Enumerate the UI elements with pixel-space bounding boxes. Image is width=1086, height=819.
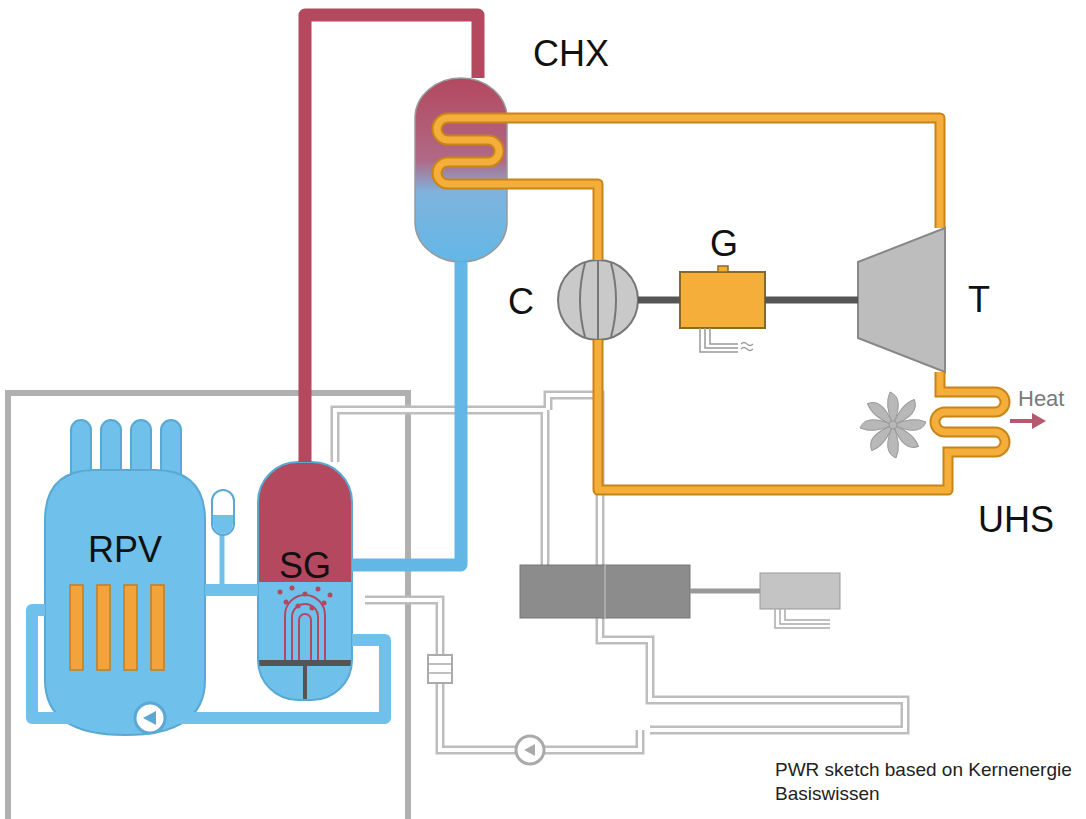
heat-sink-node: UHS — [855, 385, 1005, 472]
shaft — [638, 300, 680, 301]
primary-pipe — [205, 590, 258, 591]
generator — [680, 266, 765, 352]
component-label: CHX — [533, 34, 609, 74]
gas-line — [598, 340, 948, 490]
gas-line — [940, 372, 941, 385]
gas-line — [507, 118, 940, 228]
heat-exchanger-node: CHX — [415, 78, 507, 262]
caption: PWR sketch based on Kernenergie Basiswis… — [775, 758, 1075, 806]
cold-pipe — [352, 262, 461, 565]
component-label: T — [968, 280, 990, 320]
component-label: UHS — [978, 500, 1054, 540]
containment-frame — [8, 393, 408, 819]
component-label: SG — [279, 546, 331, 586]
component-label: G — [710, 224, 738, 264]
compressor-node: C — [558, 260, 638, 340]
primary-pipe — [32, 610, 385, 718]
hot-pipe — [305, 15, 478, 462]
heat-exchanger — [415, 78, 507, 262]
pressurizer — [212, 490, 234, 586]
greyed-secondary-loop — [335, 395, 905, 764]
heat-arrow — [1010, 413, 1046, 429]
reactor-vessel-node: RPV — [45, 420, 205, 735]
component-label: C — [508, 282, 534, 322]
steam-generator-node: SG — [258, 462, 352, 700]
turbine — [858, 228, 945, 372]
shaft — [765, 300, 858, 301]
steam-generator — [258, 462, 352, 700]
heat-label: Heat — [1018, 386, 1064, 412]
gas-line — [507, 184, 598, 260]
turbine-node: T — [858, 228, 945, 372]
reactor-vessel — [45, 420, 205, 735]
heat-sink-cooler — [860, 385, 1005, 472]
coolant-pump — [135, 703, 165, 733]
generator-node: G — [680, 272, 765, 328]
component-label: RPV — [88, 530, 162, 570]
compressor — [558, 260, 638, 340]
